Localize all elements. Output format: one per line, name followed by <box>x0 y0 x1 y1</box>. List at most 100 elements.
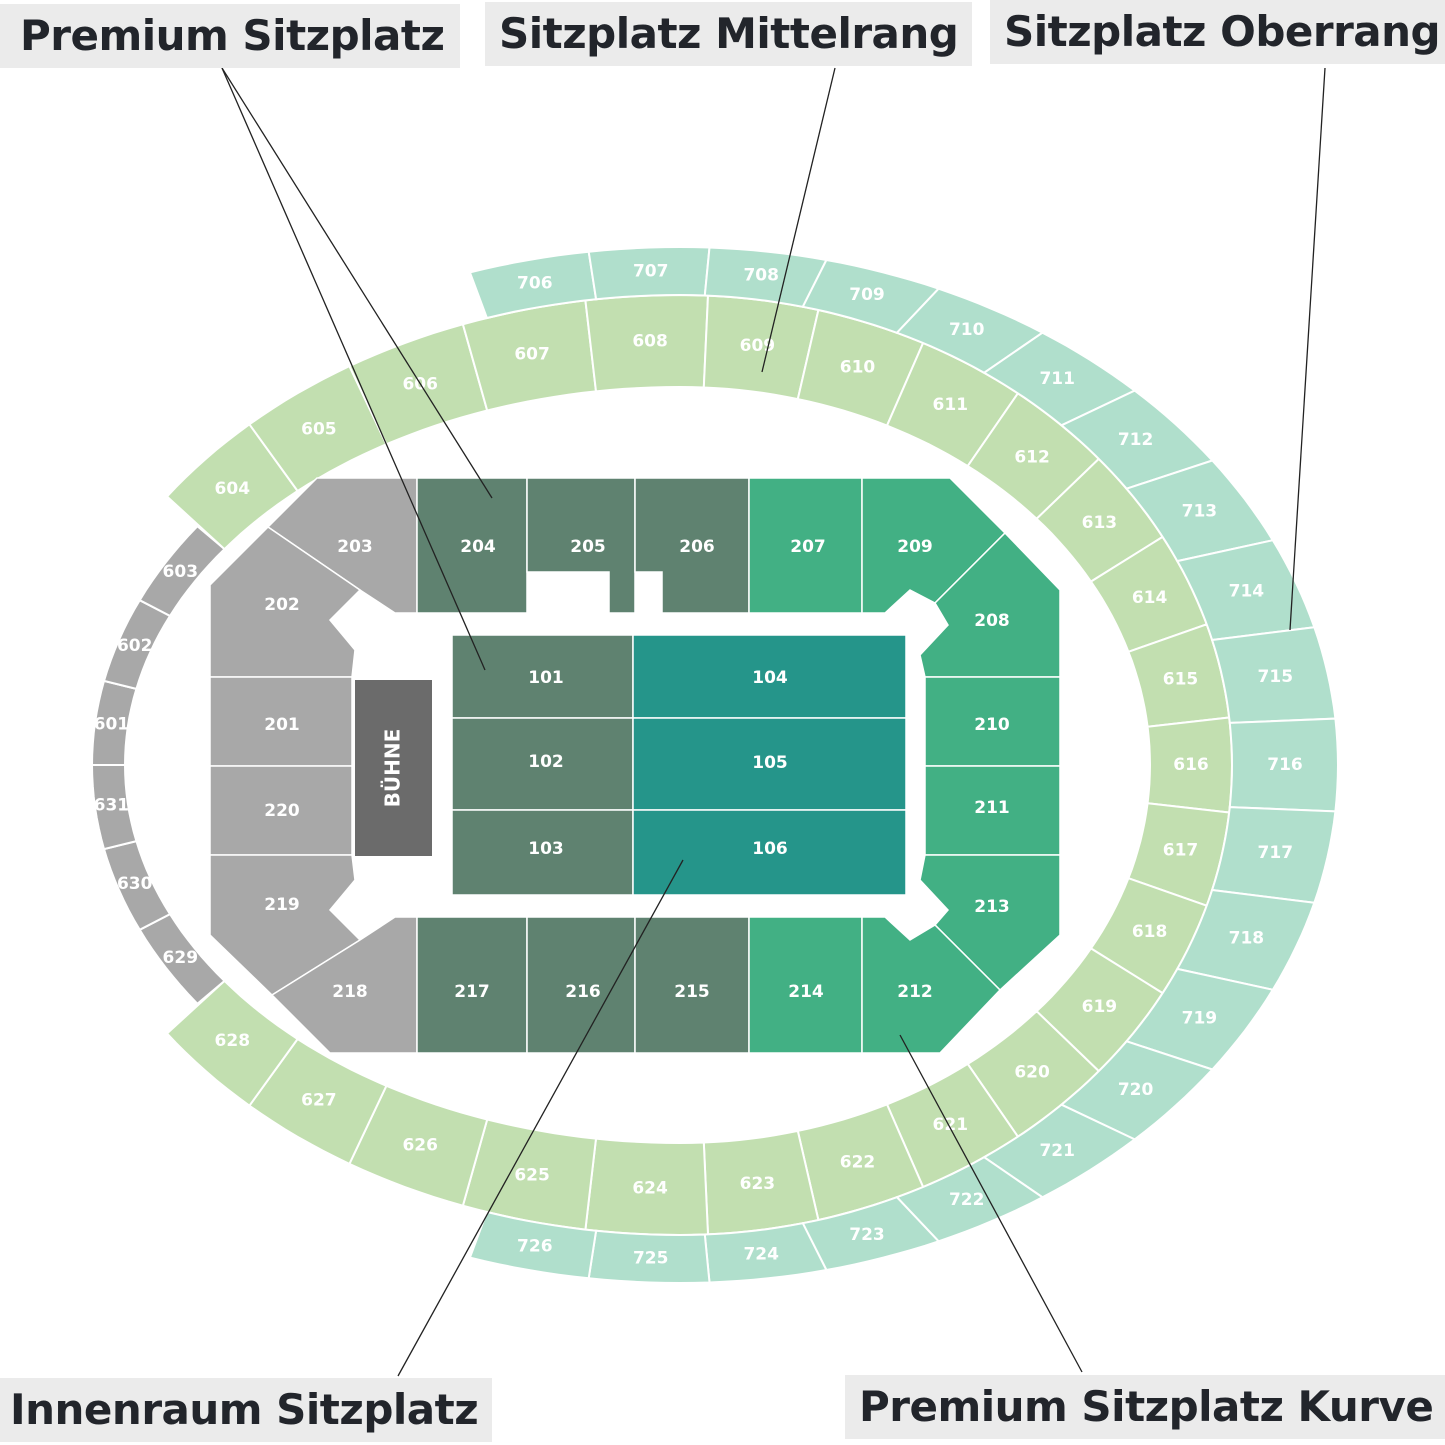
section-716[interactable]: 716 <box>1228 717 1340 813</box>
section-label: 724 <box>743 1245 779 1265</box>
callout-line-premium-1 <box>221 67 493 499</box>
section-shape <box>468 1210 598 1280</box>
section-631[interactable]: 631 <box>90 764 138 851</box>
section-724[interactable]: 724 <box>703 1222 828 1284</box>
section-626[interactable]: 626 <box>348 1084 489 1207</box>
section-label: 717 <box>1258 843 1294 863</box>
section-602[interactable]: 602 <box>102 598 172 691</box>
section-706[interactable]: 706 <box>468 250 598 320</box>
section-label: 209 <box>897 537 933 557</box>
section-208[interactable]: 208 <box>919 531 1061 678</box>
section-714[interactable]: 714 <box>1175 539 1316 642</box>
section-207[interactable]: 207 <box>748 477 863 614</box>
section-206[interactable]: 206 <box>634 477 750 614</box>
section-label: 624 <box>632 1179 668 1199</box>
section-label: 602 <box>117 636 153 656</box>
section-shape <box>138 524 226 618</box>
section-label: 628 <box>215 1031 251 1051</box>
section-label: 103 <box>528 839 564 859</box>
section-212[interactable]: 212 <box>861 916 1002 1054</box>
section-label: 707 <box>633 262 669 282</box>
stage-block <box>355 680 432 856</box>
callout-lines <box>221 67 1326 1377</box>
callout-line-premium-2 <box>221 67 486 671</box>
section-label: 204 <box>460 537 496 557</box>
section-106[interactable]: 106 <box>632 809 907 896</box>
section-shape <box>632 809 907 896</box>
section-label: 106 <box>752 839 788 859</box>
section-label: 207 <box>790 537 826 557</box>
section-label: 611 <box>933 395 969 415</box>
section-label: 725 <box>633 1249 669 1269</box>
section-616[interactable]: 616 <box>1146 716 1234 814</box>
stage-label: BÜHNE <box>381 729 405 808</box>
section-726[interactable]: 726 <box>468 1210 598 1280</box>
section-label: 711 <box>1039 369 1075 389</box>
section-209[interactable]: 209 <box>861 477 1007 614</box>
section-220[interactable]: 220 <box>209 765 353 856</box>
section-label: 622 <box>840 1153 876 1173</box>
section-label: 214 <box>788 982 824 1002</box>
section-707[interactable]: 707 <box>587 245 711 301</box>
section-label: 206 <box>679 537 715 557</box>
section-210[interactable]: 210 <box>924 676 1061 767</box>
section-label: 104 <box>752 668 788 688</box>
section-624[interactable]: 624 <box>584 1137 710 1237</box>
section-label: 203 <box>337 537 373 557</box>
section-103[interactable]: 103 <box>451 809 634 896</box>
section-629[interactable]: 629 <box>138 912 226 1006</box>
section-717[interactable]: 717 <box>1210 806 1337 904</box>
section-label: 216 <box>565 982 601 1002</box>
section-201[interactable]: 201 <box>209 676 353 767</box>
section-label: 722 <box>949 1190 985 1210</box>
section-605[interactable]: 605 <box>247 364 388 493</box>
section-label: 607 <box>514 345 550 365</box>
callout-premium-sitzplatz-kurve: Premium Sitzplatz Kurve <box>845 1375 1445 1439</box>
section-label: 720 <box>1118 1080 1154 1100</box>
section-shape <box>861 916 1002 1054</box>
section-211[interactable]: 211 <box>924 765 1061 856</box>
section-label: 219 <box>264 895 300 915</box>
section-219[interactable]: 219 <box>209 854 362 996</box>
section-630[interactable]: 630 <box>102 839 172 932</box>
section-label: 716 <box>1267 755 1303 775</box>
section-217[interactable]: 217 <box>416 916 528 1054</box>
section-label: 604 <box>215 479 251 499</box>
section-label: 718 <box>1229 929 1265 949</box>
section-102[interactable]: 102 <box>451 717 634 811</box>
section-216[interactable]: 216 <box>526 916 636 1054</box>
callout-line-mittelrang <box>761 67 836 373</box>
section-101[interactable]: 101 <box>451 634 634 719</box>
section-label: 218 <box>332 982 368 1002</box>
section-label: 608 <box>632 332 668 352</box>
section-label: 603 <box>163 562 199 582</box>
section-105[interactable]: 105 <box>632 717 907 811</box>
section-label: 614 <box>1132 588 1168 608</box>
stage: BÜHNE <box>355 680 432 856</box>
section-label: 212 <box>897 982 933 1002</box>
section-shape <box>861 477 1007 614</box>
section-label: 217 <box>454 982 490 1002</box>
section-628[interactable]: 628 <box>165 979 300 1108</box>
section-601[interactable]: 601 <box>90 679 138 766</box>
section-623[interactable]: 623 <box>702 1129 820 1236</box>
section-214[interactable]: 214 <box>748 916 863 1054</box>
section-205[interactable]: 205 <box>526 477 636 614</box>
section-104[interactable]: 104 <box>632 634 907 719</box>
section-204[interactable]: 204 <box>416 477 528 614</box>
section-215[interactable]: 215 <box>634 916 750 1054</box>
section-607[interactable]: 607 <box>461 299 598 412</box>
section-608[interactable]: 608 <box>584 293 710 393</box>
section-603[interactable]: 603 <box>138 524 226 618</box>
section-label: 712 <box>1118 430 1154 450</box>
section-label: 612 <box>1014 448 1050 468</box>
callout-sitzplatz-oberrang: Sitzplatz Oberrang <box>990 0 1445 64</box>
section-708[interactable]: 708 <box>703 246 828 308</box>
section-label: 220 <box>264 801 300 821</box>
section-715[interactable]: 715 <box>1210 626 1337 724</box>
section-shape <box>209 854 362 996</box>
section-725[interactable]: 725 <box>587 1229 711 1285</box>
section-label: 625 <box>514 1166 550 1186</box>
